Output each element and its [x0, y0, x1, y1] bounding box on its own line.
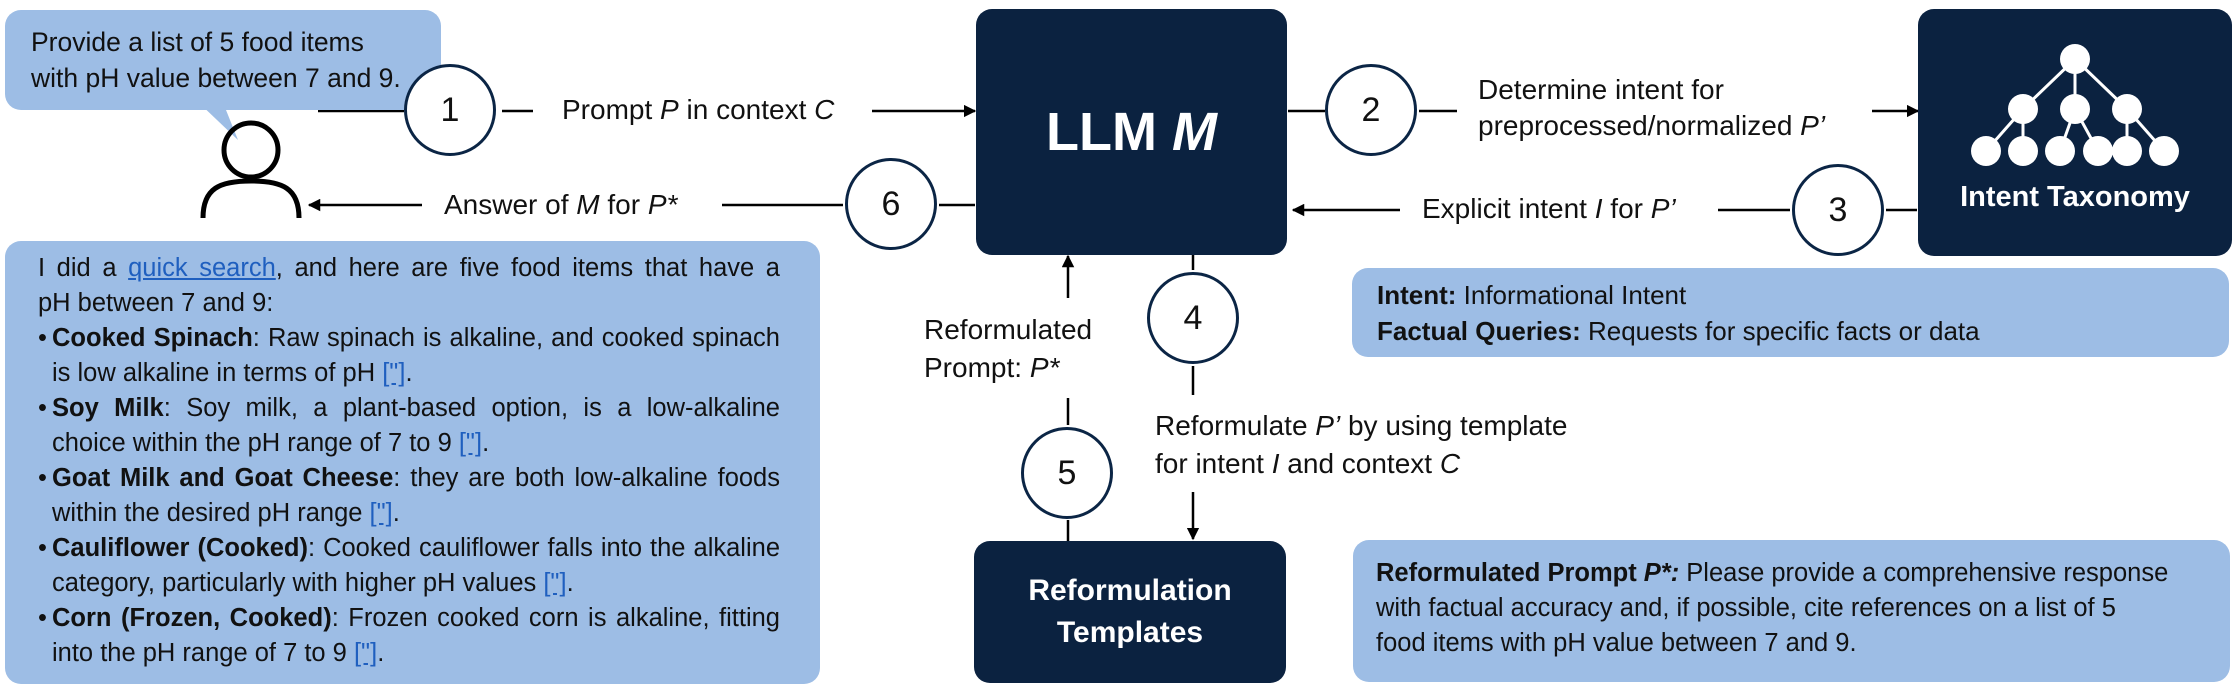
answer-item-text: : Raw spinach is alkaline, and cooked sp… — [52, 324, 780, 387]
prompt-label-p: P — [660, 94, 679, 125]
llm-box: LLM M — [976, 9, 1287, 255]
reformulated-line2: Prompt: — [924, 352, 1030, 383]
reformulate-i: I — [1271, 448, 1280, 479]
reformulate-l2-mid: and context — [1279, 448, 1440, 479]
reformulate-p: P’ — [1315, 410, 1341, 441]
answer-item-text: : Cooked cauliflower falls into the alka… — [52, 534, 780, 597]
answer-item: •Cooked Spinach: Raw spinach is alkaline… — [38, 324, 780, 387]
reformulated-note-line1: Please provide a comprehensive response — [1679, 559, 2169, 587]
reformulated-prompt-note: Reformulated Prompt P*: Please provide a… — [1353, 540, 2230, 682]
citation-link[interactable]: ["] — [369, 499, 393, 527]
answer-p: P* — [647, 189, 678, 220]
prompt-label-mid: in context — [678, 94, 815, 125]
llm-var: M — [1171, 102, 1217, 162]
answer-mid: for — [599, 189, 648, 220]
explicit-i: I — [1594, 193, 1603, 224]
answer-item: •Soy Milk: Soy milk, a plant-based optio… — [38, 394, 780, 457]
determine-line2: preprocessed/normalized — [1478, 110, 1801, 141]
user-bubble-tail — [196, 100, 238, 140]
user-icon — [200, 120, 302, 219]
answer-item-name: Goat Milk and Goat Cheese — [52, 464, 394, 492]
user-question-line2: with pH value between 7 and 9. — [31, 63, 401, 93]
reformulate-l2-prefix: for intent — [1155, 448, 1272, 479]
answer-item-name: Soy Milk — [52, 394, 164, 422]
llm-label: LLM — [1046, 102, 1172, 162]
answer-item: •Goat Milk and Goat Cheese: they are bot… — [38, 464, 780, 527]
explicit-mid: for — [1602, 193, 1651, 224]
answer-intro-line2: pH between 7 and 9: — [38, 289, 274, 317]
determine-p: P’ — [1800, 110, 1826, 141]
answer-m: M — [576, 189, 600, 220]
user-question-line1: Provide a list of 5 food items — [31, 27, 364, 57]
reformulated-prompt-label: Reformulated Prompt: P* — [924, 311, 1092, 387]
intent-note-queries-label: Factual Queries: — [1377, 316, 1581, 346]
step-3-circle: 3 — [1792, 164, 1884, 256]
answer-intro-suffix: , and here are five food items that have… — [275, 254, 780, 282]
reformulate-c: C — [1439, 448, 1461, 479]
explicit-prefix: Explicit intent — [1422, 193, 1595, 224]
answer-item-text: : they are both low-alkaline foods withi… — [52, 464, 780, 527]
quick-search-link[interactable]: quick search — [128, 254, 276, 282]
reformulation-templates-box: Reformulation Templates — [974, 541, 1286, 683]
templates-line2: Templates — [1056, 616, 1204, 649]
templates-line1: Reformulation — [1028, 574, 1232, 607]
explicit-p: P’ — [1650, 193, 1676, 224]
answer-item-name: Cooked Spinach — [52, 324, 253, 352]
citation-link[interactable]: ["] — [382, 359, 406, 387]
citation-link[interactable]: ["] — [353, 639, 378, 667]
answer-intro-prefix: I did a — [38, 254, 129, 282]
answer-item-text: : Frozen cooked corn is alkaline, fittin… — [52, 604, 780, 667]
reformulated-p: P* — [1029, 352, 1060, 383]
step-2-circle: 2 — [1325, 64, 1417, 156]
reformulated-note-line2: with factual accuracy and, if possible, … — [1376, 594, 2116, 622]
prompt-label-prefix: Prompt — [562, 94, 661, 125]
intent-note-intent-label: Intent: — [1377, 280, 1457, 310]
answer-label: Answer of M for P* — [444, 187, 677, 223]
answer-item: •Cauliflower (Cooked): Cooked cauliflowe… — [38, 534, 780, 597]
answer-item-name: Corn (Frozen, Cooked) — [52, 604, 332, 632]
determine-line1: Determine intent for — [1478, 74, 1724, 105]
prompt-label: Prompt P in context C — [562, 92, 834, 128]
step-5-circle: 5 — [1021, 427, 1113, 519]
answer-bubble: I did a quick search, and here are five … — [5, 241, 820, 684]
reformulate-l1-prefix: Reformulate — [1155, 410, 1316, 441]
step-4-circle: 4 — [1147, 272, 1239, 364]
intent-note-queries-value: Requests for specific facts or data — [1580, 316, 1980, 346]
taxonomy-label: Intent Taxonomy — [1960, 181, 2190, 213]
reformulated-note-line3: food items with pH value between 7 and 9… — [1376, 629, 1857, 657]
user-question-bubble: Provide a list of 5 food items with pH v… — [5, 10, 441, 110]
answer-item: •Corn (Frozen, Cooked): Frozen cooked co… — [38, 604, 780, 667]
citation-link[interactable]: ["] — [458, 429, 483, 457]
intent-note: Intent: Informational Intent Factual Que… — [1352, 268, 2229, 357]
answer-prefix: Answer of — [444, 189, 577, 220]
reformulated-note-label: Reformulated Prompt — [1376, 559, 1644, 587]
citation-link[interactable]: ["] — [543, 569, 567, 597]
step-1-circle: 1 — [404, 64, 496, 156]
step-6-circle: 6 — [845, 158, 937, 250]
answer-item-text: : Soy milk, a plant-based option, is a l… — [52, 394, 780, 457]
explicit-intent-label: Explicit intent I for P’ — [1422, 191, 1676, 227]
prompt-label-c: C — [814, 94, 835, 125]
reformulate-instruction-label: Reformulate P’ by using template for int… — [1155, 407, 1567, 483]
taxonomy-tree-icon — [1971, 44, 2179, 166]
intent-taxonomy-box: Intent Taxonomy — [1918, 9, 2232, 256]
reformulate-l1-suffix: by using template — [1340, 410, 1568, 441]
determine-intent-label: Determine intent for preprocessed/normal… — [1478, 72, 1825, 144]
reformulated-note-var: P*: — [1643, 559, 1680, 587]
answer-item-name: Cauliflower (Cooked) — [52, 534, 308, 562]
intent-note-intent-value: Informational Intent — [1456, 280, 1687, 310]
reformulated-line1: Reformulated — [924, 314, 1093, 345]
